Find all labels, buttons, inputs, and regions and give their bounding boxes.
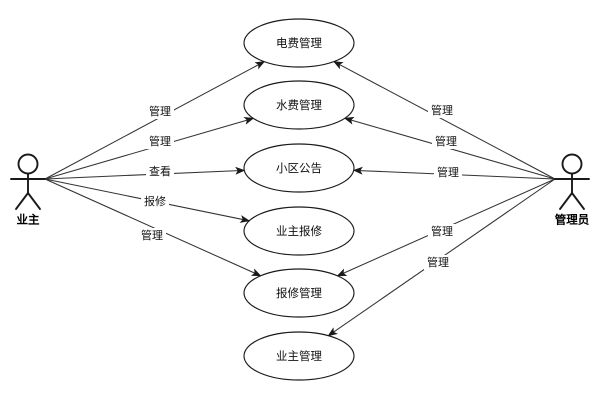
actor-leg-right <box>27 192 41 210</box>
association-label: 管理 <box>149 104 171 118</box>
association-label-backdrop <box>428 103 456 118</box>
actor-admin[interactable] <box>554 153 590 210</box>
actor-head-icon <box>561 153 583 175</box>
association-label-backdrop <box>138 228 166 243</box>
association-label-backdrop <box>146 104 174 119</box>
use-case-uc3[interactable]: 小区公告 <box>243 143 355 193</box>
actors-layer: 业主 管理员 <box>10 153 590 227</box>
actor-head-icon <box>17 153 39 175</box>
use-case-ellipse[interactable] <box>243 143 355 193</box>
association-label: 查看 <box>149 164 171 178</box>
use-case-label: 电费管理 <box>276 36 322 50</box>
use-case-ellipse[interactable] <box>243 80 355 130</box>
association-label-backdrop <box>432 134 460 149</box>
association-label-backdrop <box>146 164 174 179</box>
use-case-uc2[interactable]: 水费管理 <box>243 80 355 130</box>
association-label: 管理 <box>427 255 449 269</box>
association-label-backdrop <box>434 165 462 180</box>
use-case-ellipse[interactable] <box>243 206 355 256</box>
actor-label: 管理员 <box>555 213 590 227</box>
association-line-a1[interactable] <box>44 61 266 180</box>
association-label-backdrop <box>141 194 169 209</box>
use-case-uc1[interactable]: 电费管理 <box>243 18 355 68</box>
actor-owner[interactable] <box>10 153 46 210</box>
association-label: 报修 <box>144 194 166 208</box>
use-case-ellipse[interactable] <box>243 268 355 318</box>
association-label-backdrop <box>146 134 174 149</box>
use-case-ellipse[interactable] <box>243 331 355 381</box>
actor-leg-left <box>15 192 29 210</box>
association-label-backdrop <box>428 224 456 239</box>
association-label: 管理 <box>431 103 453 117</box>
use-case-label: 业主报修 <box>276 224 322 238</box>
use-case-label: 报修管理 <box>276 286 322 300</box>
actor-leg-right <box>571 192 585 210</box>
association-label: 管理 <box>141 228 163 242</box>
actor-label: 业主 <box>17 213 40 227</box>
association-label-backdrop <box>424 255 452 270</box>
use-case-uc5[interactable]: 报修管理 <box>243 268 355 318</box>
use-case-label: 小区公告 <box>276 161 322 175</box>
use-case-label: 业主管理 <box>276 349 322 363</box>
association-label: 管理 <box>431 224 453 238</box>
use-case-uc4[interactable]: 业主报修 <box>243 206 355 256</box>
use-case-ellipse[interactable] <box>243 18 355 68</box>
association-line-a5[interactable] <box>44 178 262 277</box>
use-case-uc6[interactable]: 业主管理 <box>243 331 355 381</box>
use-case-label: 水费管理 <box>276 98 322 112</box>
association-line-a6[interactable] <box>333 61 556 180</box>
association-label: 管理 <box>437 165 459 179</box>
association-label: 管理 <box>435 134 457 148</box>
association-line-a3[interactable] <box>44 166 246 180</box>
actor-leg-left <box>559 192 573 210</box>
association-label: 管理 <box>149 134 171 148</box>
